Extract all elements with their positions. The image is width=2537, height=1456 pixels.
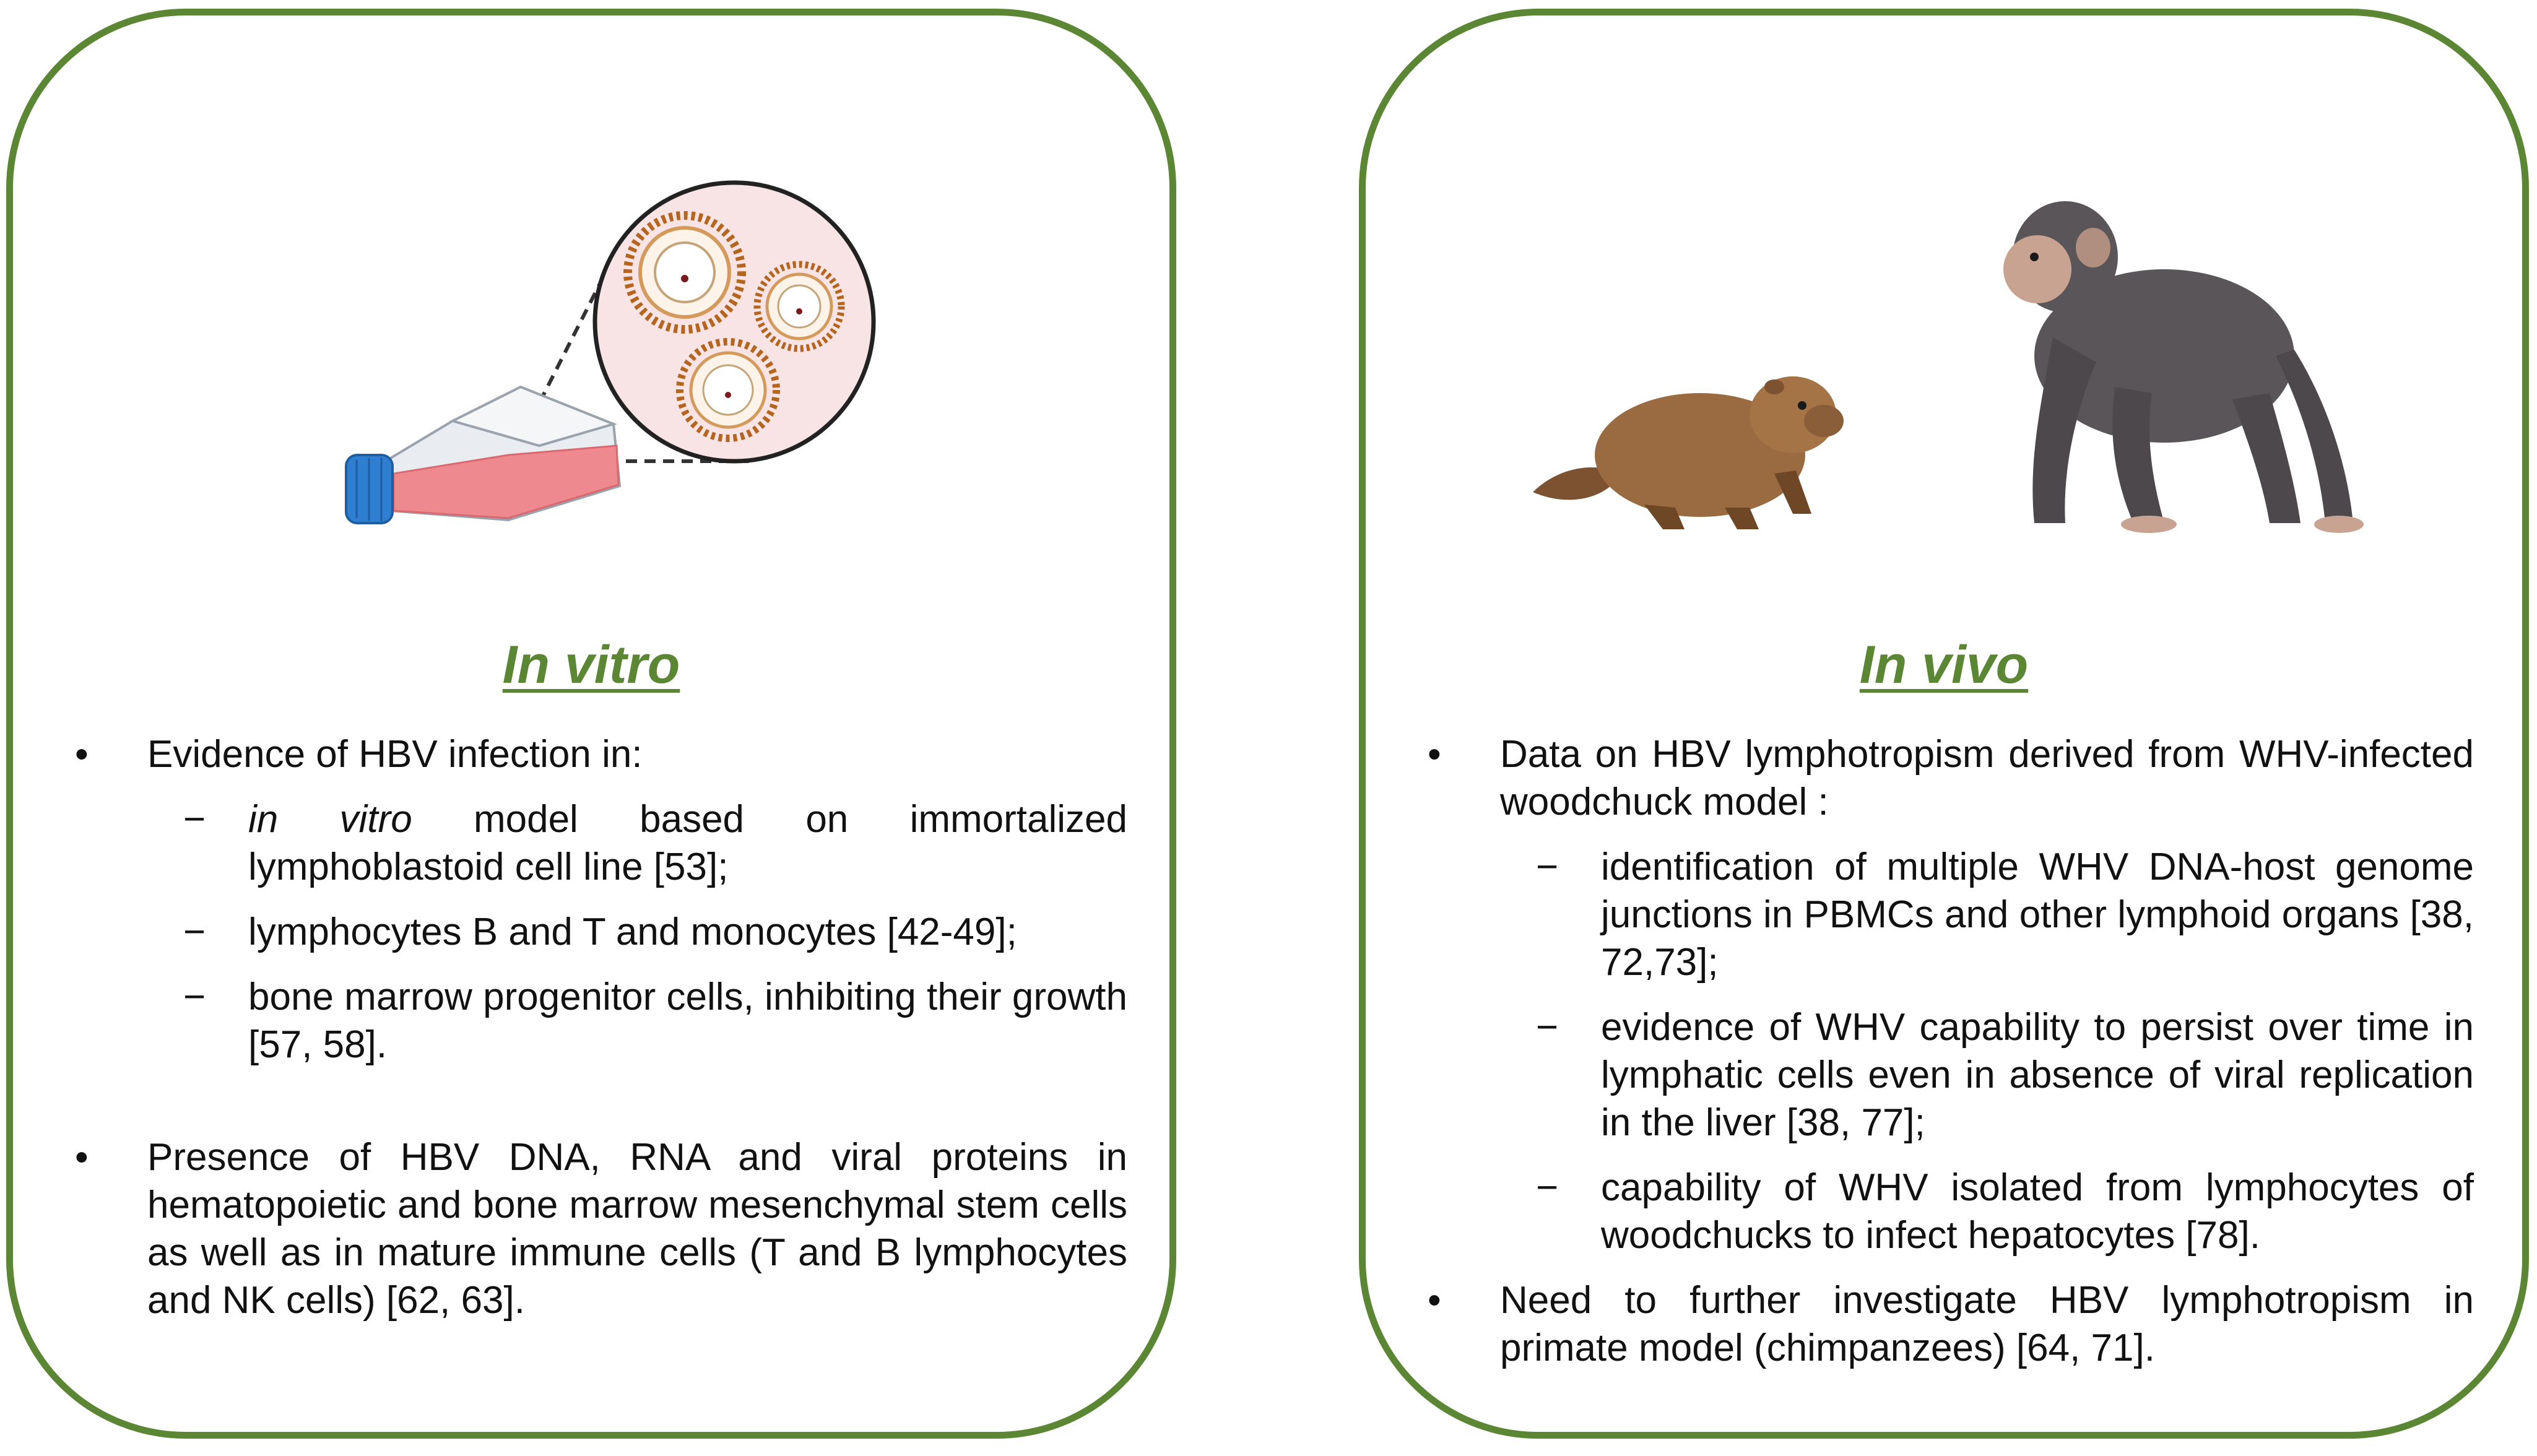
in-vitro-title: In vitro (502, 635, 680, 695)
bullet-text: Data on HBV lymphotropism derived from W… (1500, 733, 2474, 823)
dash-marker: − (1536, 1166, 1559, 1209)
bullet-item: • Data on HBV lymphotropism derived from… (1366, 730, 2474, 826)
sub-item: − lymphocytes B and T and monocytes [42-… (13, 908, 1127, 956)
in-vivo-title: In vivo (1859, 635, 2029, 695)
in-vivo-panel: In vivo • Data on HBV lymphotropism deri… (1359, 9, 2529, 1439)
sub-item: − identification of multiple WHV DNA-hos… (1366, 843, 2474, 986)
sub-text: bone marrow progenitor cells, inhibiting… (248, 976, 1127, 1066)
dash-marker: − (183, 798, 206, 841)
bullet-marker: • (1428, 1279, 1441, 1322)
bullet-item: • Presence of HBV DNA, RNA and viral pro… (13, 1133, 1127, 1324)
sub-text: capability of WHV isolated from lymphocy… (1601, 1166, 2474, 1257)
virus-magnifier-icon (592, 180, 876, 464)
dash-marker: − (183, 911, 206, 953)
bullet-marker: • (75, 733, 89, 776)
sub-item: − evidence of WHV capability to persist … (1366, 1003, 2474, 1146)
cell-culture-illustration (345, 180, 876, 524)
bullet-marker: • (1428, 733, 1441, 776)
dash-marker: − (1536, 1006, 1559, 1049)
chimpanzee-icon (2003, 201, 2364, 533)
bullet-text: Presence of HBV DNA, RNA and viral prote… (147, 1136, 1127, 1322)
bullet-text: Need to further investigate HBV lymphotr… (1500, 1279, 2474, 1369)
sub-item: − in vitro model based on immortalized l… (13, 795, 1127, 891)
bullet-text: Evidence of HBV infection in: (147, 733, 643, 776)
bullet-marker: • (75, 1136, 89, 1179)
animal-models-illustration (1533, 201, 2364, 533)
italic-term: in vitro (248, 798, 412, 841)
in-vivo-text: • Data on HBV lymphotropism derived from… (1366, 730, 2474, 1372)
cell-culture-flask-icon (345, 385, 622, 524)
dash-marker: − (183, 976, 206, 1018)
in-vitro-text: • Evidence of HBV infection in: − in vit… (13, 730, 1127, 1324)
dash-marker: − (1536, 846, 1559, 888)
in-vitro-panel: In vitro • Evidence of HBV infection in:… (6, 9, 1176, 1439)
sub-text: lymphocytes B and T and monocytes [42-49… (248, 911, 1017, 953)
bullet-item: • Need to further investigate HBV lympho… (1366, 1276, 2474, 1372)
sub-text: identification of multiple WHV DNA-host … (1601, 846, 2474, 984)
sub-item: − capability of WHV isolated from lympho… (1366, 1164, 2474, 1259)
sub-text: model based on immortalized lymphoblasto… (248, 798, 1127, 888)
woodchuck-icon (1533, 376, 1844, 529)
bullet-item: • Evidence of HBV infection in: (13, 730, 1127, 778)
sub-text: evidence of WHV capability to persist ov… (1601, 1006, 2474, 1144)
sub-item: − bone marrow progenitor cells, inhibiti… (13, 973, 1127, 1068)
